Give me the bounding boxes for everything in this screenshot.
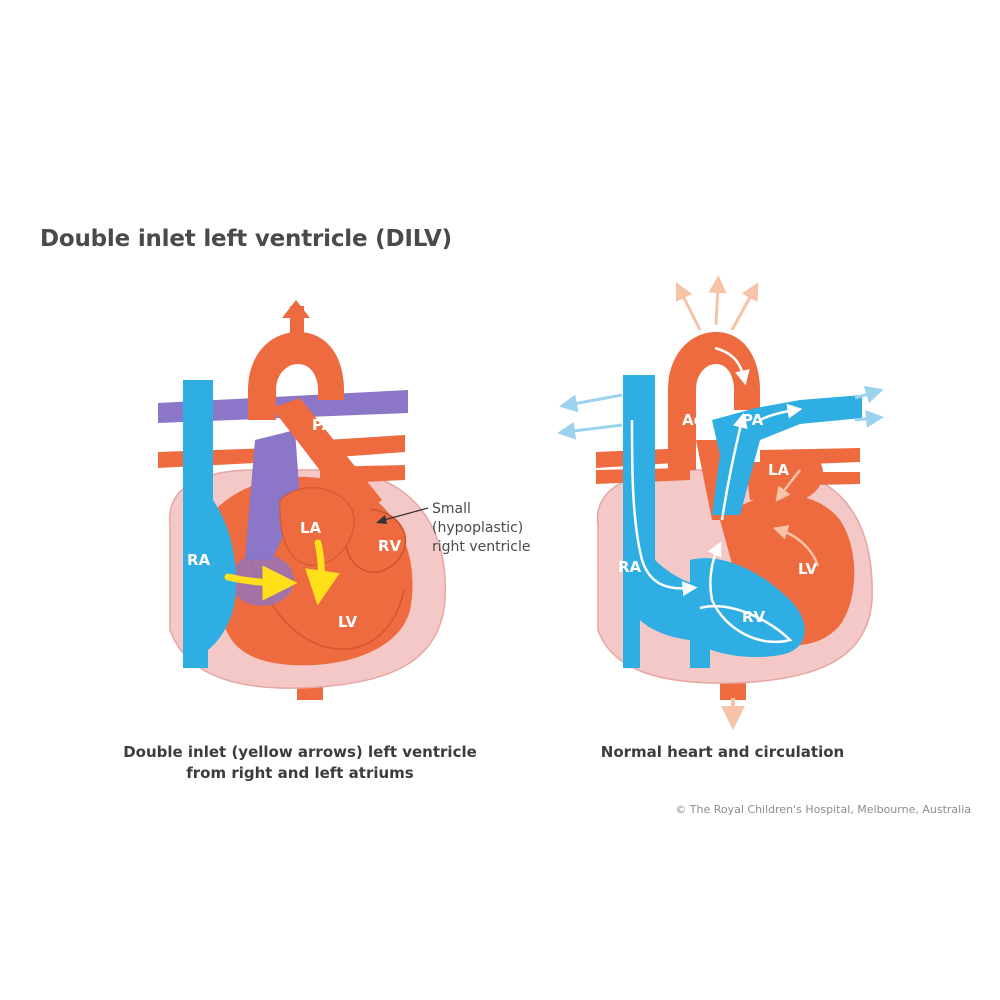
- left-caption-line-1: Double inlet (yellow arrows) left ventri…: [123, 743, 477, 761]
- yellow-arrow-la-to-lv: [305, 539, 340, 606]
- flow-pa-up: [720, 412, 748, 521]
- right-atrium-vena-cava: [183, 380, 236, 668]
- pulmonary-vein-right: [325, 435, 405, 458]
- lung-arrow-left-1: [559, 393, 623, 413]
- dilv-heart-illustration: Ao PA LA RA RV LV Small (hypoplastic) ri…: [158, 300, 530, 700]
- flow-aorta: [714, 346, 750, 386]
- page-title: Double inlet left ventricle (DILV): [40, 226, 452, 252]
- lung-arrow-right-2: [854, 409, 884, 428]
- label-pa: PA: [312, 416, 334, 434]
- normal-aortic-arch: [668, 332, 760, 470]
- normal-label-ao: Ao: [682, 411, 704, 429]
- label-ra: RA: [187, 551, 211, 569]
- lung-arrow-right-1: [854, 385, 884, 404]
- body-arrow-2: [708, 275, 727, 326]
- normal-label-ra: RA: [618, 558, 642, 576]
- normal-right-ventricle: [690, 558, 805, 658]
- lung-arrow-left-2: [557, 421, 623, 440]
- left-atrium: [279, 487, 355, 566]
- normal-label-lv: LV: [798, 560, 817, 578]
- flow-pa-right: [759, 403, 803, 422]
- callout-line: [383, 507, 429, 521]
- flow-la: [775, 469, 801, 502]
- ascending-aorta: [272, 398, 382, 520]
- callout-arrowhead: [376, 515, 387, 524]
- right-caption: Normal heart and circulation: [600, 743, 845, 761]
- callout-line-3: right ventricle: [432, 539, 530, 555]
- normal-left-atrium: [745, 462, 824, 500]
- normal-pulmonary-artery: [712, 395, 862, 515]
- callout-line-2: (hypoplastic): [432, 520, 523, 536]
- callout-line-1: Small: [432, 501, 471, 517]
- flow-lv: [772, 525, 820, 567]
- normal-label-pa: PA: [742, 411, 764, 429]
- aortic-arch: [248, 332, 344, 420]
- flow-rv-to-pa: [699, 541, 793, 644]
- normal-pv-right: [760, 448, 860, 466]
- flow-svc-to-ra: [630, 419, 698, 597]
- normal-heart-illustration: Ao PA LA RA RV LV: [557, 275, 884, 730]
- normal-label-la: LA: [768, 461, 790, 479]
- label-lv: LV: [338, 613, 357, 631]
- copyright-credit: © The Royal Children's Hospital, Melbour…: [675, 803, 971, 816]
- label-la: LA: [300, 519, 322, 537]
- body-arrow-1: [675, 281, 702, 331]
- left-caption-line-2: from right and left atriums: [186, 764, 414, 782]
- label-ao: Ao: [263, 417, 285, 435]
- small-right-ventricle: [345, 508, 407, 573]
- label-rv: RV: [378, 537, 402, 555]
- left-caption: Double inlet (yellow arrows) left ventri…: [100, 742, 500, 784]
- normal-label-rv: RV: [742, 608, 766, 626]
- yellow-arrow-ra-to-lv: [224, 565, 298, 601]
- body-arrow-3: [730, 282, 759, 331]
